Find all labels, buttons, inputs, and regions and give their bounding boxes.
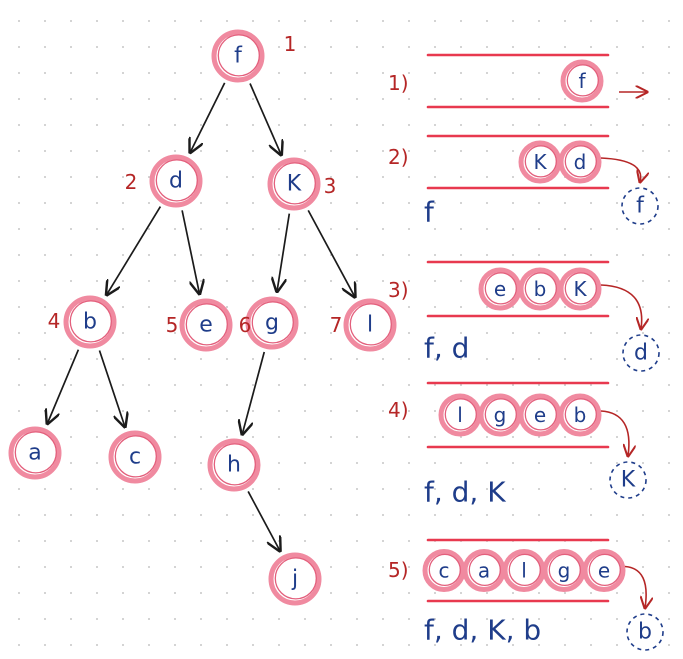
edge-b-a (47, 349, 80, 424)
visited-list: f (424, 196, 435, 229)
queue-item-label: a (478, 559, 490, 583)
queue-item-label: b (534, 277, 547, 301)
edge-d-b (107, 206, 162, 295)
queue-item-l: l (438, 393, 482, 437)
dequeued-label: d (634, 341, 648, 366)
visit-order-g: 6 (239, 313, 252, 337)
tree-node-l: l (343, 298, 397, 352)
tree-node-h: h (207, 438, 261, 492)
dequeued-label: f (636, 194, 645, 219)
queue-step-5: 5) c a l g e b f, d, K, b (388, 538, 664, 651)
queue-item-b: b (518, 267, 562, 311)
tree-node-j: j (268, 552, 322, 606)
queue-item-label: l (521, 559, 527, 583)
queue-item-K: K (518, 140, 562, 184)
tree-node-d: d (149, 154, 203, 208)
queue-item-label: l (457, 403, 463, 427)
queue-item-label: g (494, 403, 507, 427)
queue-item-label: K (533, 150, 547, 174)
queue-item-l: l (502, 549, 546, 592)
step-number: 3) (388, 278, 409, 302)
queue-item-e: e (478, 267, 522, 311)
visit-order-K: 3 (324, 174, 337, 198)
queue-item-label: K (573, 277, 587, 301)
step-number: 2) (388, 145, 409, 169)
step-number: 5) (388, 558, 409, 582)
edge-g-h (242, 351, 266, 434)
node-label-c: c (129, 445, 141, 470)
queue-item-label: e (598, 559, 610, 583)
tree-node-f: f (211, 29, 265, 83)
edge-d-e (181, 210, 199, 293)
queue-item-b: b (558, 393, 602, 437)
tree-node-e: e (179, 298, 233, 352)
tree-node-c: c (108, 430, 162, 484)
queue-item-label: e (494, 277, 506, 301)
dequeued-node-b: b (626, 613, 664, 651)
visited-list: f, d, K (424, 476, 506, 509)
queue-item-g: g (542, 549, 586, 592)
queue-item-e: e (582, 549, 626, 592)
visit-order-b: 4 (48, 309, 61, 333)
queue-item-K: K (558, 267, 602, 311)
node-label-K: K (287, 172, 302, 197)
edge-K-l (307, 210, 355, 296)
dequeue-arrow (600, 157, 641, 182)
tree-node-a: a (8, 426, 62, 480)
dequeued-label: b (638, 620, 652, 645)
queue-item-d: d (558, 140, 602, 184)
node-label-d: d (169, 169, 183, 194)
node-label-f: f (234, 44, 243, 69)
node-label-h: h (227, 453, 241, 478)
node-label-e: e (199, 313, 213, 338)
node-label-g: g (265, 311, 279, 336)
dequeued-node-d: d (622, 334, 660, 372)
edge-b-c (98, 350, 124, 426)
visit-order-f: 1 (284, 32, 297, 56)
queue-item-label: g (558, 559, 571, 583)
step-number: 1) (388, 71, 409, 95)
queue-item-label: d (574, 150, 587, 174)
edge-h-j (247, 491, 280, 550)
visit-order-l: 7 (330, 313, 343, 337)
queue-step-1: 1) f (388, 53, 647, 109)
queue-item-g: g (478, 393, 522, 437)
dequeue-arrow (600, 284, 642, 329)
edge-K-g (277, 213, 291, 292)
queue-item-label: b (574, 403, 587, 427)
queue-item-label: e (534, 403, 546, 427)
tree-node-b: b (63, 295, 117, 349)
queue-item-c: c (422, 549, 466, 592)
queue-step-4: 4) l g e bKf, d, K (388, 381, 647, 509)
queue-item-a: a (462, 549, 506, 592)
visited-list: f, d, K, b (424, 614, 541, 647)
queue-item-f: f (560, 59, 604, 103)
queue-item-e: e (518, 393, 562, 437)
tree-node-K: K (267, 157, 321, 211)
queue-item-label: c (439, 559, 450, 583)
dequeue-arrow (624, 565, 646, 609)
dequeued-node-K: K (609, 461, 647, 499)
edge-f-K (249, 83, 281, 154)
edge-f-d (190, 82, 226, 152)
visit-order-d: 2 (125, 170, 138, 194)
node-label-a: a (28, 441, 41, 466)
tree-edges (47, 82, 355, 551)
tree-node-g: g (245, 296, 299, 350)
visited-list: f, d (424, 332, 469, 365)
node-label-j: j (291, 567, 298, 592)
step-number: 4) (388, 398, 409, 422)
visit-order-e: 5 (166, 313, 179, 337)
dequeued-label: K (621, 468, 636, 493)
queue-step-3: 3) e b Kd f, d (388, 260, 660, 372)
dequeue-arrow (600, 410, 629, 456)
dequeued-node-f: f (621, 187, 659, 225)
queue-item-label: f (578, 69, 586, 93)
node-label-b: b (83, 310, 97, 335)
node-label-l: l (367, 313, 373, 338)
